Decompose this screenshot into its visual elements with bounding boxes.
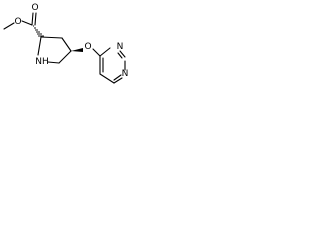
bond-pyr-c6-n1 [113,77,123,84]
bond-pyr-n3-c4 [99,47,111,57]
atom-amine-nh: NH [35,57,49,67]
bond-oxygen-pyrimidine [92,48,101,57]
bond-pyr-c5-c6 [99,73,115,84]
atom-carbonyl-oxygen: O [31,3,38,13]
bond-carbonyl-double-b [34,12,37,26]
bond-c4-c5 [58,50,72,64]
atom-pyrimidine-n-top: N [117,42,124,52]
atom-ether-oxygen: O [84,42,91,52]
atom-ester-oxygen: O [14,17,21,27]
bond-n-c2 [37,36,42,56]
bond-methyl-ester-oxygen [3,22,15,30]
bond-pyr-double-inner-2 [113,74,122,81]
bond-ester-oxygen-carbonyl [21,20,33,26]
bond-pyr-double-inner-3 [117,52,123,59]
bond-c3-c4 [61,37,72,52]
bond-c2-c3 [40,36,63,39]
bond-hashed-carbonyl-c2 [33,25,44,37]
atom-pyrimidine-n-bottom: N [122,69,129,79]
molecule-structure: O O NH O N N [3,3,129,84]
bond-carbonyl-double-a [31,12,34,26]
bond-pyr-c2-n3 [119,50,126,58]
bond-wedge-c4-oxygen [71,48,83,52]
bond-c5-n [47,61,60,64]
